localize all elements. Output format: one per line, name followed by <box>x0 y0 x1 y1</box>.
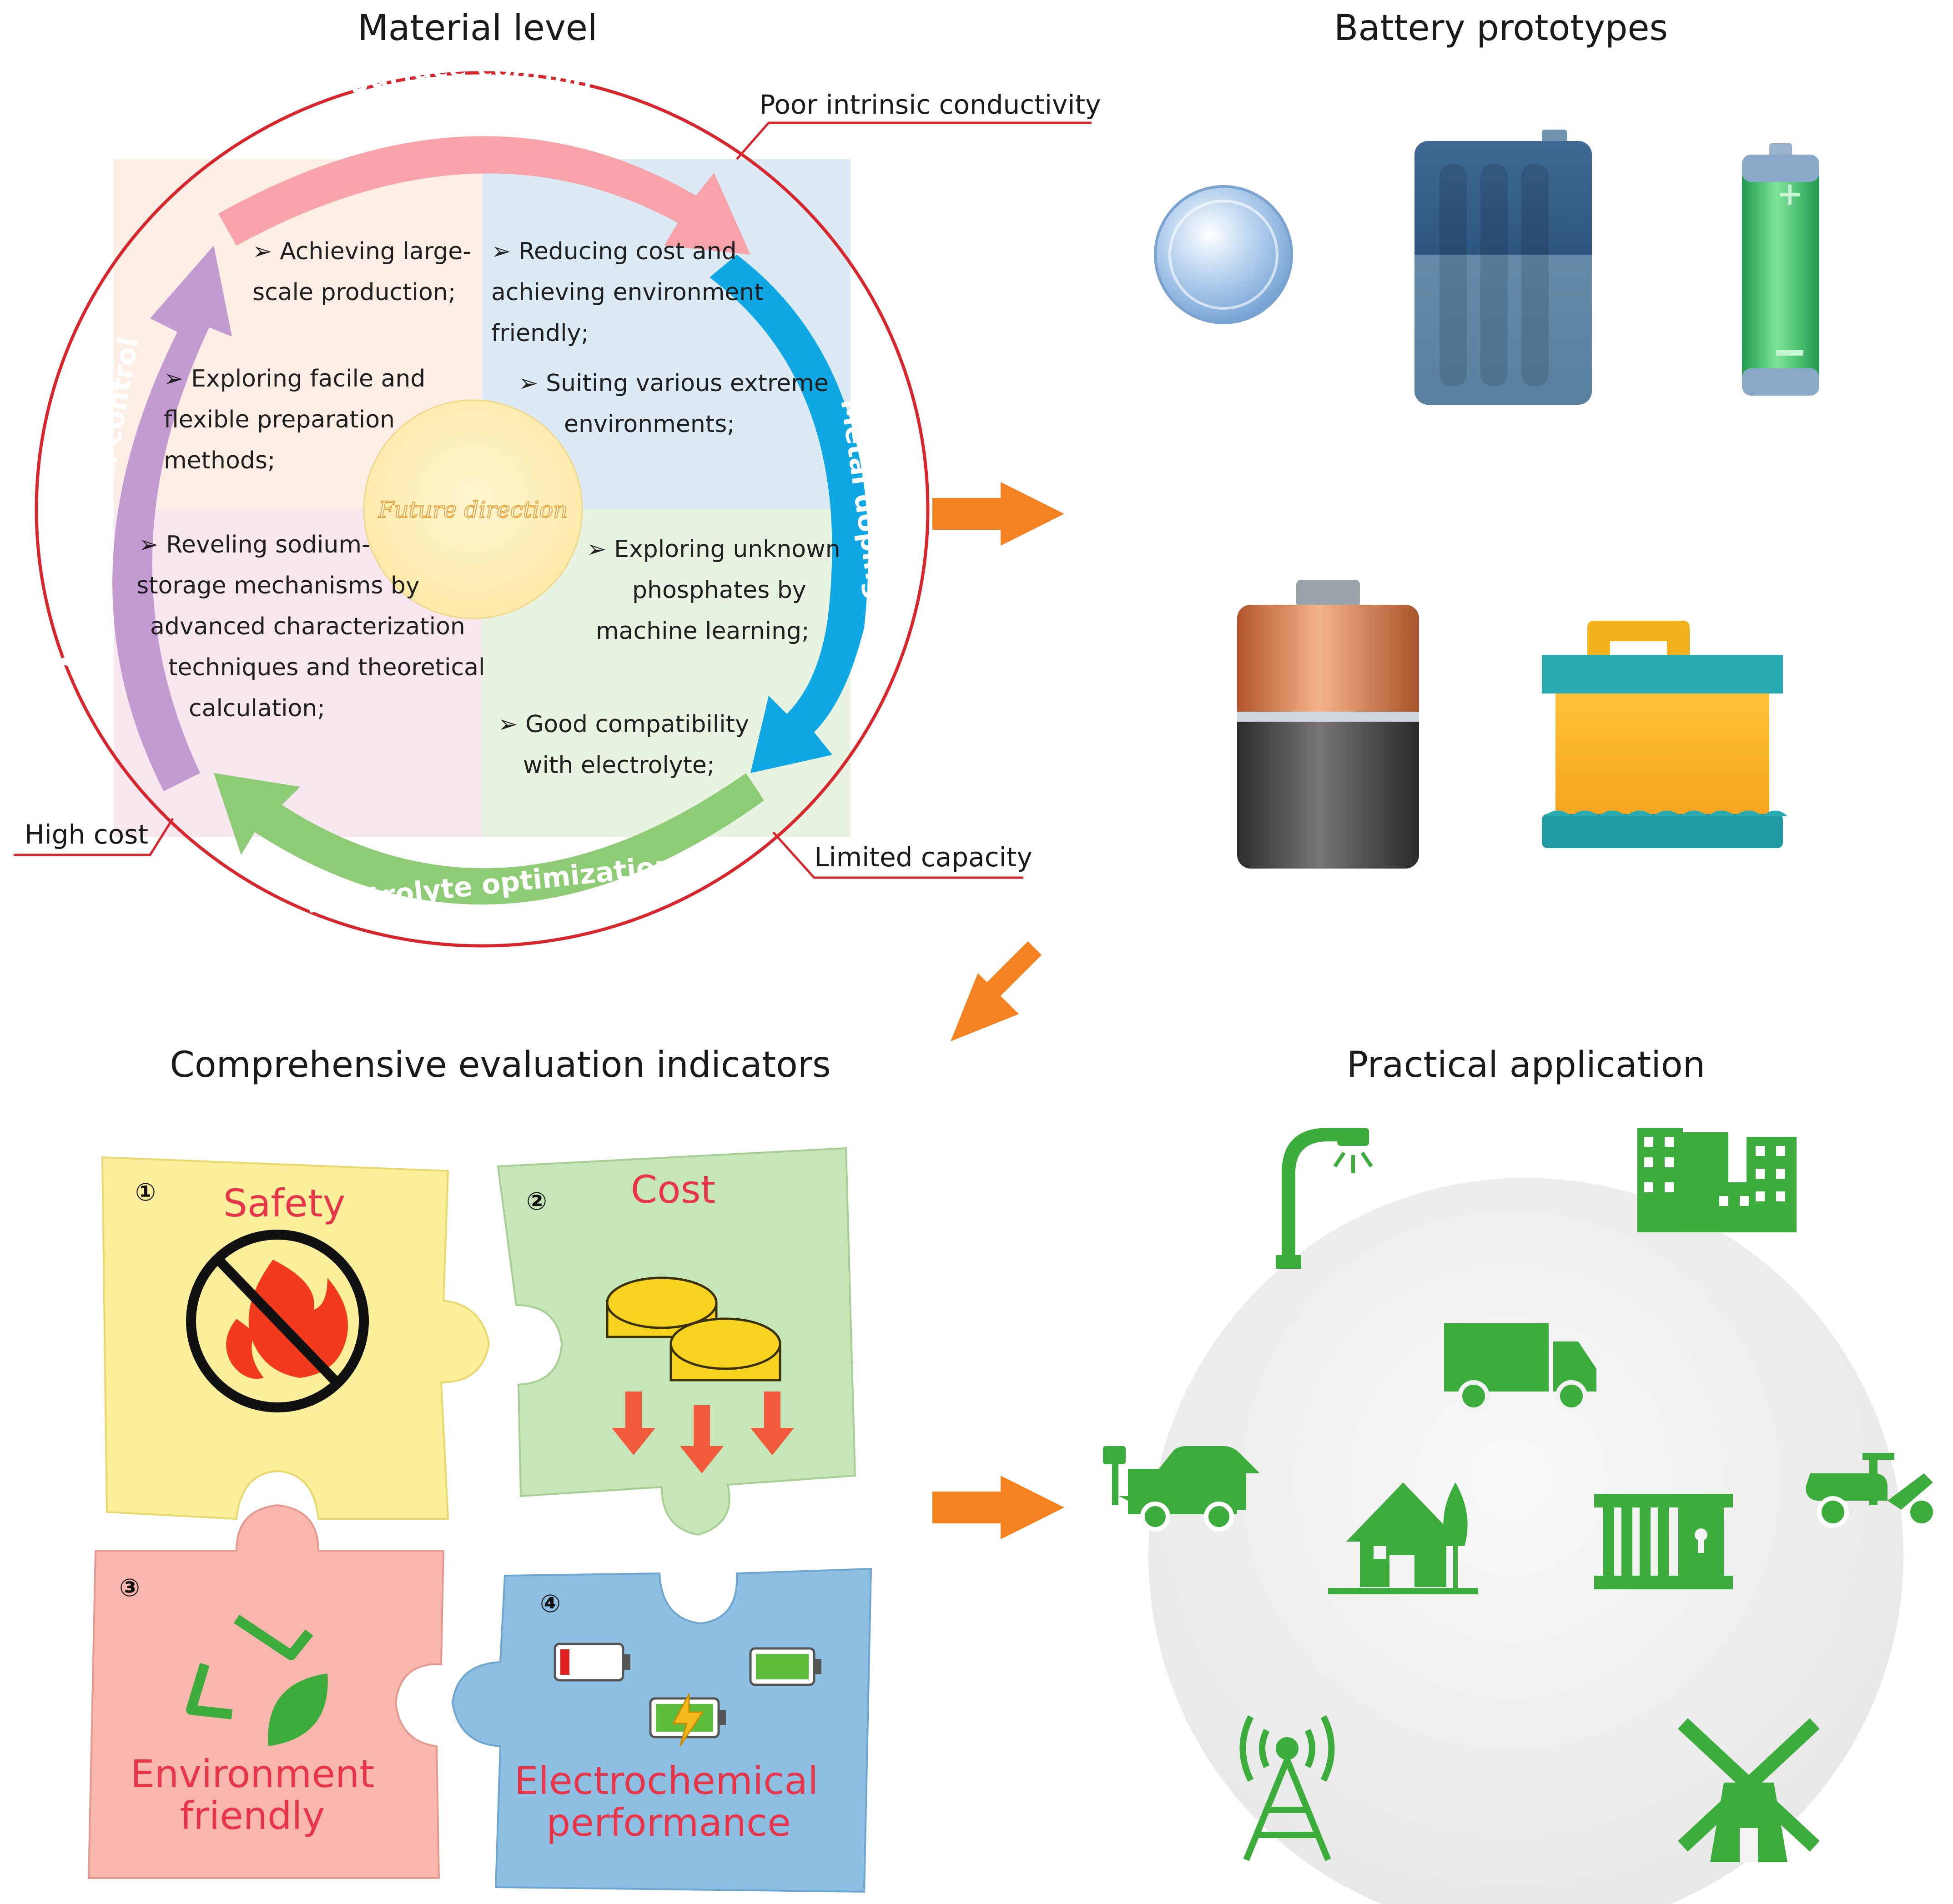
battery-full-icon <box>749 1647 821 1686</box>
metal-doping-arc <box>710 255 868 773</box>
puzzle-piece-safety: ① Safety <box>101 1156 490 1520</box>
quadrant-tl-line: ➢ Exploring facile and <box>164 365 425 392</box>
svg-text:+: + <box>1777 175 1803 212</box>
quadrant-tr-line: ➢ Suiting various extreme <box>518 370 829 397</box>
coins-icon <box>606 1276 781 1382</box>
flow-arrow-down-left <box>951 941 1042 1041</box>
environment-label-line1: Environment <box>131 1752 374 1796</box>
surface-coating-label: Surface coating <box>345 51 597 100</box>
puzzle-piece-electrochemical: ④ Electrochemical performance <box>451 1567 872 1893</box>
quadrant-bl-line: storage mechanisms by <box>136 572 420 599</box>
quadrant-tl-line: scale production; <box>252 279 456 306</box>
quadrant-br-line: ➢ Good compatibility <box>498 711 749 738</box>
windmill-icon <box>1678 1718 1820 1862</box>
electrochemical-label-line1: Electrochemical <box>514 1758 819 1803</box>
safety-label: Safety <box>223 1181 346 1226</box>
down-arrows-icon <box>612 1392 794 1473</box>
flow-arrow-right-bottom <box>932 1476 1064 1539</box>
battery-low-icon <box>554 1643 630 1682</box>
puzzle-number-4: ④ <box>540 1589 561 1618</box>
environment-label-line2: friendly <box>180 1793 325 1838</box>
application-plate <box>1148 1178 1903 1904</box>
outer-ring <box>35 71 930 948</box>
callout-limited-capacity: Limited capacity <box>814 842 1032 873</box>
title-evaluation-indicators: Comprehensive evaluation indicators <box>170 1045 831 1085</box>
title-material-level: Material level <box>357 8 597 49</box>
evaluation-puzzle: ① Safety ② Cost <box>87 1147 872 1893</box>
callout-line-capacity <box>772 831 1023 879</box>
morphological-control-arc <box>112 246 232 791</box>
no-fire-icon <box>186 1230 369 1412</box>
future-direction-circle <box>363 399 583 619</box>
buildings-icon <box>1637 1128 1797 1232</box>
surface-coating-arc <box>218 136 750 255</box>
title-practical-application: Practical application <box>1347 1045 1705 1085</box>
button-cell-icon <box>1154 185 1293 324</box>
quadrant-top-right-text: ➢ Reducing cost and achieving environment… <box>491 238 829 438</box>
cost-label: Cost <box>631 1167 716 1212</box>
callout-line-conductivity <box>736 121 1092 160</box>
cylindrical-battery-icon: + <box>1742 143 1819 396</box>
puzzle-number-3: ③ <box>119 1573 140 1602</box>
quadrant-bl-line: techniques and theoretical <box>168 654 485 681</box>
street-light-icon <box>1276 1128 1373 1269</box>
quadrant-br-line: with electrolyte; <box>523 752 715 779</box>
quadrant-tr-line: ➢ Reducing cost and <box>491 238 737 265</box>
quadrant-br-line: machine learning; <box>596 618 810 645</box>
quadrant-bottom-right-text: ➢ Exploring unknown phosphates by machine … <box>498 536 841 779</box>
quadrant-tr-line: friendly; <box>491 320 589 347</box>
callout-line-cost <box>14 818 174 856</box>
grid-storage-icon <box>1594 1494 1733 1589</box>
electric-car-icon <box>1103 1446 1260 1532</box>
electrolyte-optimization-arc <box>214 773 764 905</box>
leaf-icon <box>268 1673 328 1746</box>
title-battery-prototypes: Battery prototypes <box>1334 8 1668 49</box>
flow-arrow-right-top <box>932 482 1064 546</box>
quadrant-tl-line: methods; <box>164 447 275 474</box>
puzzle-number-2: ② <box>526 1187 547 1216</box>
quadrant-tr-line: achieving environment <box>491 279 764 306</box>
battery-charging-icon <box>649 1693 726 1747</box>
lead-acid-battery-icon <box>1542 621 1787 848</box>
quadrant-bl-line: ➢ Reveling sodium- <box>139 531 370 558</box>
quadrant-top-left-text: ➢ Achieving large-scale production; ➢ Exp… <box>164 238 471 474</box>
svg-text:Surface coating: Surface coating <box>345 51 597 100</box>
quadrant-bl-line: advanced characterization <box>150 613 465 640</box>
practical-application-diagram <box>1103 1128 1938 1904</box>
quadrant-tr-line: environments; <box>564 411 735 438</box>
pouch-battery-icon <box>1414 130 1592 405</box>
puzzle-piece-cost: ② Cost <box>497 1147 856 1536</box>
puzzle-piece-environment: ③ Environment friendly <box>87 1504 445 1879</box>
d-cell-battery-icon <box>1237 580 1419 869</box>
electric-scooter-icon <box>1806 1453 1938 1528</box>
quadrant-br-line: phosphates by <box>632 577 806 604</box>
signal-tower-icon <box>1239 1715 1335 1861</box>
quadrant-bl-line: calculation; <box>189 695 325 722</box>
quadrant-bottom-left-text: ➢ Reveling sodium-storage mechanisms by a… <box>136 531 485 722</box>
future-direction-label: Future direction <box>378 497 568 523</box>
house-icon <box>1328 1482 1478 1594</box>
puzzle-number-1: ① <box>135 1178 156 1206</box>
truck-icon <box>1444 1323 1596 1412</box>
callout-high-cost: High cost <box>25 819 148 850</box>
electrochemical-label-line2: performance <box>546 1800 791 1845</box>
quadrant-br-line: ➢ Exploring unknown <box>587 536 841 563</box>
callout-conductivity: Poor intrinsic conductivity <box>759 89 1101 120</box>
quadrant-tl-line: flexible preparation <box>164 406 395 433</box>
quadrant-tl-line: ➢ Achieving large- <box>252 238 471 265</box>
